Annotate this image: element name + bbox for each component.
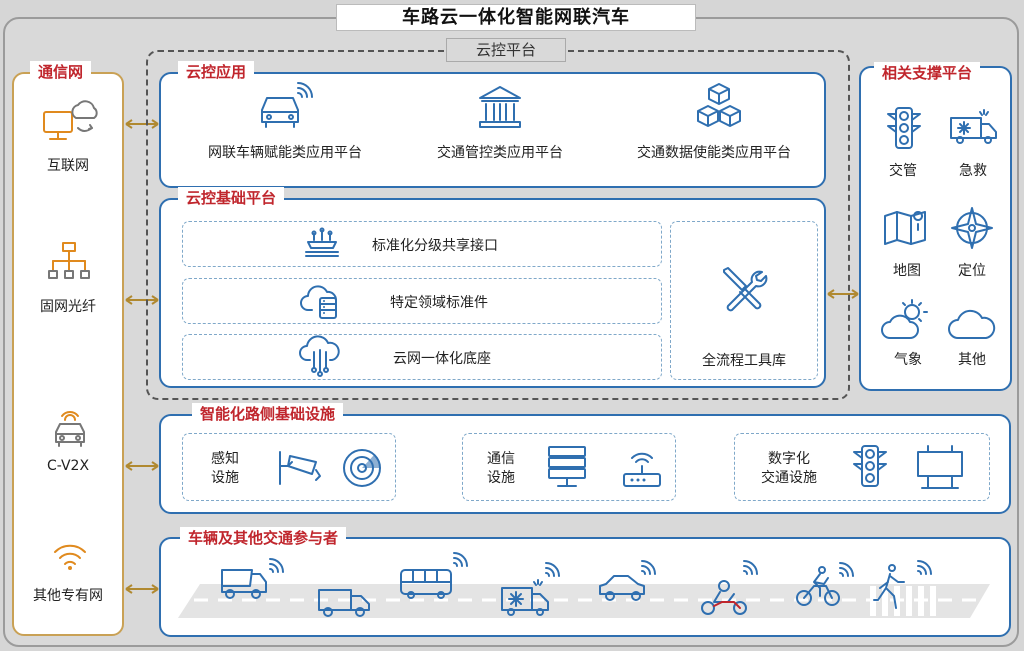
traffic-light-icon	[853, 445, 887, 487]
pedestrian-icon	[873, 560, 932, 609]
roadside-infrastructure-title: 智能化路侧基础设施	[192, 403, 344, 425]
support-other-label: 其他	[958, 352, 986, 368]
support-weather-label: 气象	[894, 352, 922, 368]
ambulance-icon	[950, 109, 997, 144]
support-map-label: 地图	[893, 263, 921, 279]
app-traffic-data-label: 交通数据使能类应用平台	[637, 145, 791, 161]
connected-car-icon	[55, 411, 85, 447]
cloud-base-platform-title: 云控基础平台	[178, 187, 285, 209]
base-row-cloud-network	[182, 334, 662, 380]
support-positioning-label: 定位	[958, 263, 986, 279]
car-icon	[599, 560, 656, 601]
bicycle-icon	[796, 562, 854, 606]
base-tools-label: 全流程工具库	[702, 353, 786, 369]
tools-icon	[723, 267, 768, 312]
cloud-apps-title: 云控应用	[178, 61, 255, 83]
comm-item-fiber-label: 固网光纤	[40, 299, 96, 315]
roadside-perception-label: 感知 设施	[211, 451, 239, 486]
arrow-comm-to-apps	[125, 119, 159, 129]
shared-interface-icon	[305, 227, 339, 257]
base-cloud-network-label: 云网一体化底座	[393, 351, 491, 367]
compass-icon	[951, 207, 993, 249]
base-row-domain-standard	[182, 278, 662, 324]
road-surface	[178, 584, 990, 618]
camera-icon	[279, 451, 321, 485]
communication-network-title: 通信网	[30, 61, 92, 83]
comm-item-internet-label: 互联网	[47, 158, 89, 174]
diagram-title: 车路云一体化智能网联汽车	[336, 4, 696, 31]
ambulance-icon	[501, 562, 560, 616]
map-icon	[884, 211, 926, 245]
arrow-comm-to-base	[125, 295, 159, 305]
base-tools-box	[670, 221, 818, 380]
base-shared-interface-label: 标准化分级共享接口	[372, 238, 498, 254]
router-icon	[623, 452, 661, 487]
roadside-digital-facilities-label: 数字化 交通设施	[761, 451, 817, 486]
comm-item-private-network-label: 其他专有网	[33, 588, 103, 604]
support-emergency-label: 急救	[959, 163, 987, 179]
base-row-shared-interface	[182, 221, 662, 267]
arrow-comm-to-vehicles	[125, 584, 159, 594]
app-traffic-control-label: 交通管控类应用平台	[437, 145, 563, 161]
weather-icon	[881, 299, 928, 339]
app-connected-vehicle-label: 网联车辆赋能类应用平台	[208, 145, 362, 161]
billboard-icon	[917, 445, 963, 489]
base-domain-standard-label: 特定领域标准件	[390, 295, 488, 311]
arrow-comm-to-roadside	[125, 461, 159, 471]
wifi-icon	[54, 544, 86, 570]
data-cubes-icon	[697, 83, 741, 127]
support-traffic-police-label: 交管	[889, 163, 917, 179]
government-building-icon	[479, 86, 521, 128]
connected-car-icon	[261, 82, 313, 128]
motorcycle-icon	[701, 560, 758, 615]
cloud-icon	[948, 309, 996, 339]
delivery-truck-icon	[318, 589, 370, 617]
dump-truck-icon	[221, 558, 284, 599]
bus-icon	[400, 552, 468, 599]
server-icon	[548, 446, 586, 487]
cloud-control-platform-label: 云控平台	[446, 38, 566, 62]
radar-icon	[343, 449, 381, 487]
cloud-server-icon	[300, 285, 338, 319]
arrow-base-to-support	[827, 289, 859, 299]
support-platforms-title: 相关支撑平台	[874, 62, 981, 84]
traffic-light-icon	[887, 107, 921, 149]
communication-network-panel	[12, 72, 124, 636]
comm-item-cv2x-label: C-V2X	[46, 458, 90, 474]
internet-icon	[43, 100, 98, 140]
roadside-communication-label: 通信 设施	[487, 451, 515, 486]
network-tree-icon	[48, 242, 90, 279]
cloud-network-icon	[299, 335, 340, 377]
traffic-participants-title: 车辆及其他交通参与者	[180, 527, 347, 549]
